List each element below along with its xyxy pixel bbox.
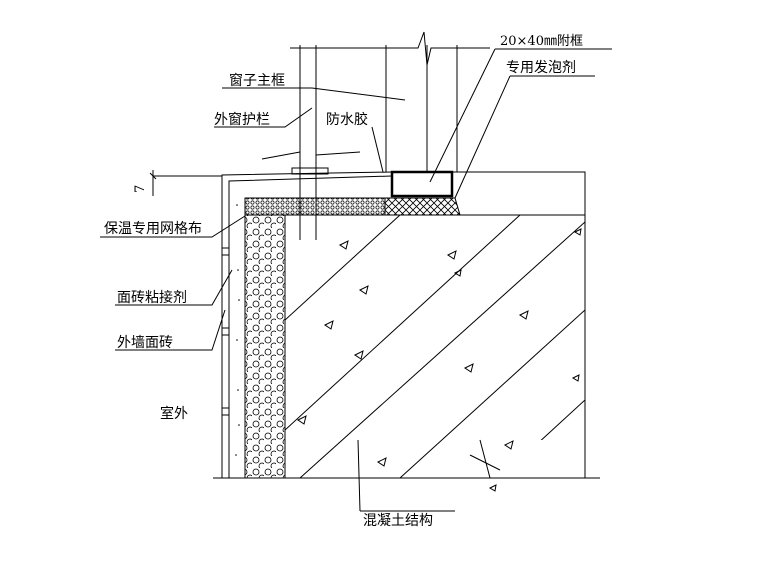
label-outer-guardrail: 外窗护栏 [214,111,270,128]
exterior-tile-layer [221,181,230,478]
label-insulation-mesh: 保温专用网格布 [104,221,202,237]
label-concrete-structure: 混凝土结构 [363,513,433,529]
window-sill [221,167,586,215]
foam-fill [384,197,461,216]
concrete-structure [284,214,586,492]
window-frame [261,31,490,240]
label-main-frame: 窗子主框 [229,72,285,89]
slope-dimension [149,170,222,196]
label-outdoor: 室外 [160,405,188,422]
label-foam-agent: 专用发泡剂 [506,60,576,76]
sub-frame-box [390,170,454,198]
insulation-top-layer [244,197,386,216]
slope-dimension-label: 7 [133,185,148,193]
adhesive-dots [235,204,240,456]
label-sub-frame: 20×40㎜附框 [500,34,583,49]
label-waterproof-sealant: 防水胶 [326,111,368,128]
label-tile-adhesive: 面砖粘接剂 [117,289,187,306]
label-exterior-tile: 外墙面砖 [117,335,173,351]
insulation-board [244,214,286,479]
leader-lines [100,48,612,512]
